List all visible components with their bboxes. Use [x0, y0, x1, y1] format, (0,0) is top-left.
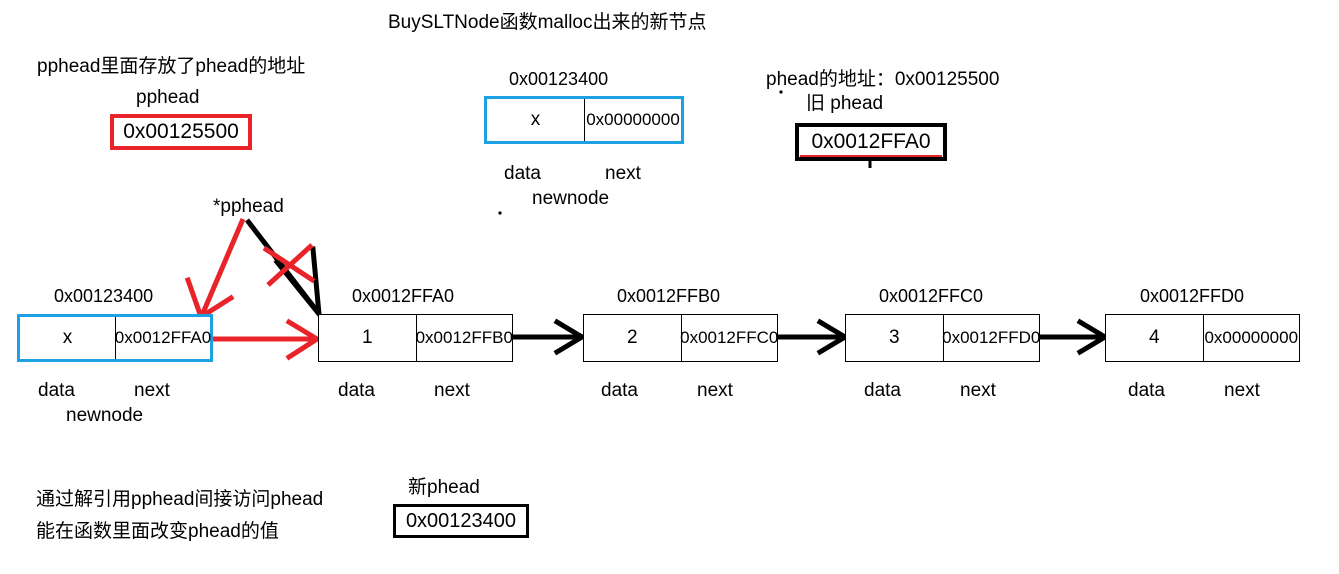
list-node-0-next: 0x0012FFB0: [415, 315, 513, 361]
bottom-note-line2: 能在函数里面改变phead的值: [36, 521, 279, 542]
arrow-node2-to-node3: [778, 318, 850, 356]
arrow-deref-to-newnode: [184, 218, 246, 321]
stray-dot: [498, 211, 502, 215]
list-node-1-address: 0x0012FFB0: [617, 286, 721, 306]
deref-pphead-label: *pphead: [213, 196, 284, 217]
list-node-3-box: 4 0x00000000: [1105, 314, 1300, 362]
list-node-1-box: 2 0x0012FFC0: [583, 314, 778, 362]
arrow-node3-to-node4: [1040, 318, 1110, 356]
newnode-top-data-label: data: [504, 163, 541, 184]
new-phead-label: 新phead: [408, 477, 480, 498]
pphead-label: pphead: [136, 87, 200, 108]
new-phead-value-box: 0x00123400: [393, 504, 529, 538]
list-node-1-data: 2: [626, 327, 638, 348]
list-node-2-next-label: next: [960, 380, 996, 401]
newnode-left-data: x: [62, 327, 73, 348]
newnode-top-next: 0x00000000: [584, 99, 681, 141]
newnode-left-address: 0x00123400: [54, 286, 154, 306]
arrow-old-pphead-to-node1: [245, 218, 323, 323]
newnode-left-next: 0x0012FFA0: [115, 317, 211, 359]
list-node-0-next-label: next: [434, 380, 470, 401]
newnode-top-data: x: [530, 109, 541, 130]
list-node-2-address: 0x0012FFC0: [879, 286, 984, 306]
list-node-0-address: 0x0012FFA0: [352, 286, 455, 306]
newnode-top-name-label: newnode: [532, 188, 610, 209]
list-node-3-next: 0x00000000: [1202, 315, 1300, 361]
newnode-left-name-label: newnode: [66, 405, 144, 426]
old-phead-label: 旧 phead: [806, 93, 884, 114]
old-phead-underline: [800, 155, 942, 157]
newnode-top-address: 0x00123400: [509, 69, 609, 89]
pphead-value-box: 0x00125500: [110, 114, 252, 150]
arrow-node1-to-node2: [513, 318, 587, 356]
list-node-1-data-label: data: [601, 380, 638, 401]
list-node-2-data: 3: [888, 327, 900, 348]
newnode-top-box: x 0x00000000: [484, 96, 684, 144]
list-node-1-next-label: next: [697, 380, 733, 401]
phead-address-note: phead的地址：0x00125500: [766, 69, 1000, 90]
newnode-left-box: x 0x0012FFA0: [17, 314, 213, 362]
newnode-top-next-label: next: [605, 163, 641, 184]
list-node-3-data-label: data: [1128, 380, 1165, 401]
arrow-newnode-next-to-node1: [213, 318, 322, 361]
list-node-3-data: 4: [1148, 327, 1160, 348]
newnode-left-next-label: next: [134, 380, 170, 401]
old-phead-value-box: 0x0012FFA0: [795, 123, 947, 161]
stray-dot: [779, 90, 783, 94]
list-node-2-box: 3 0x0012FFD0: [845, 314, 1040, 362]
list-node-1-next: 0x0012FFC0: [680, 315, 778, 361]
list-node-0-box: 1 0x0012FFB0: [318, 314, 513, 362]
list-node-3-address: 0x0012FFD0: [1140, 286, 1245, 306]
pphead-note: pphead里面存放了phead的地址: [37, 56, 306, 77]
list-node-0-data: 1: [361, 327, 373, 348]
red-cross-icon: [262, 243, 316, 287]
bottom-note-line1: 通过解引用pphead间接访问phead: [36, 489, 324, 510]
new-phead-value: 0x00123400: [405, 509, 517, 532]
list-node-0-data-label: data: [338, 380, 375, 401]
list-node-3-next-label: next: [1224, 380, 1260, 401]
newnode-left-data-label: data: [38, 380, 75, 401]
list-node-2-next: 0x0012FFD0: [942, 315, 1040, 361]
pphead-value: 0x00125500: [123, 120, 239, 143]
list-node-2-data-label: data: [864, 380, 901, 401]
page-title: BuySLTNode函数malloc出来的新节点: [388, 12, 707, 33]
old-phead-value: 0x0012FFA0: [811, 130, 931, 153]
